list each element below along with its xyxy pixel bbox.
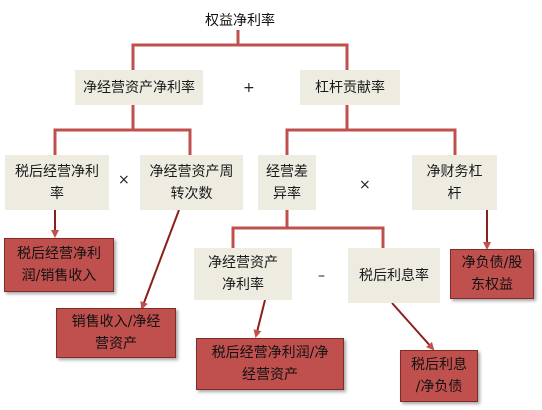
margin-formula-line2: 润/销售收入 xyxy=(21,268,97,284)
bracket-spread xyxy=(231,210,385,248)
box-operating-spread: 经营差 异率 xyxy=(258,155,316,210)
box-after-tax-margin: 税后经营净利 率 xyxy=(5,155,109,210)
leverage-formula-line1: 净负债/股 xyxy=(461,255,523,271)
box-rnoa-label: 净经营资产净利率 xyxy=(83,79,195,96)
times-operator-left: × xyxy=(118,172,130,188)
minus-operator: – xyxy=(318,268,325,284)
arrow-interest xyxy=(391,302,435,351)
arrow-rnoa xyxy=(253,299,266,338)
operating-spread-line2: 异率 xyxy=(273,185,301,202)
after-tax-margin-line1: 税后经营净利 xyxy=(15,163,99,180)
interest-formula-line1: 税后利息 xyxy=(411,357,467,373)
operating-spread-line1: 经营差 xyxy=(266,163,308,180)
plus-operator: + xyxy=(243,80,255,96)
box-rnoa-lower: 净经营资产 净利率 xyxy=(194,248,292,300)
box-interest-formula: 税后利息 /净负债 xyxy=(400,350,478,402)
box-turnover-formula: 销售收入/净经 营资产 xyxy=(56,308,176,358)
box-net-financial-leverage: 净财务杠 杆 xyxy=(412,155,497,210)
box-rnoa-formula: 税后经营净利润/净 经营资产 xyxy=(196,338,344,390)
bracket-right xyxy=(285,105,457,155)
asset-turnover-line1: 净经营资产周 xyxy=(149,163,234,180)
rnoa-formula-line1: 税后经营净利润/净 xyxy=(211,345,329,361)
leverage-formula-line2: 东权益 xyxy=(471,277,513,293)
arrow-turnover xyxy=(140,209,180,310)
box-leverage-contribution-label: 杠杆贡献率 xyxy=(315,79,385,96)
turnover-formula-line1: 销售收入/净经 xyxy=(71,314,161,330)
box-after-tax-interest-rate: 税后利息率 xyxy=(348,248,440,303)
box-margin-formula: 税后经营净利 润/销售收入 xyxy=(4,238,114,292)
rnoa-formula-line2: 经营资产 xyxy=(242,367,298,383)
bracket-left xyxy=(53,105,192,155)
after-tax-margin-line2: 率 xyxy=(50,185,64,202)
rnoa-lower-line1: 净经营资产 xyxy=(208,255,278,271)
margin-formula-line1: 税后经营净利 xyxy=(17,246,101,262)
root-title: 权益净利率 xyxy=(205,13,275,29)
box-rnoa: 净经营资产净利率 xyxy=(75,70,203,105)
rnoa-lower-line2: 净利率 xyxy=(222,277,264,293)
box-leverage-formula: 净负债/股 东权益 xyxy=(450,249,534,299)
net-financial-leverage-line1: 净财务杠 xyxy=(426,163,483,180)
after-tax-interest-rate-label: 税后利息率 xyxy=(359,267,429,284)
asset-turnover-line2: 转次数 xyxy=(170,185,213,202)
box-asset-turnover: 净经营资产周 转次数 xyxy=(140,155,243,210)
interest-formula-line2: /净负债 xyxy=(415,379,463,395)
bracket-root xyxy=(131,30,349,70)
net-financial-leverage-line2: 杆 xyxy=(447,185,462,202)
times-operator-right: × xyxy=(359,177,371,193)
box-leverage-contribution: 杠杆贡献率 xyxy=(300,70,400,105)
turnover-formula-line2: 营资产 xyxy=(95,336,137,352)
